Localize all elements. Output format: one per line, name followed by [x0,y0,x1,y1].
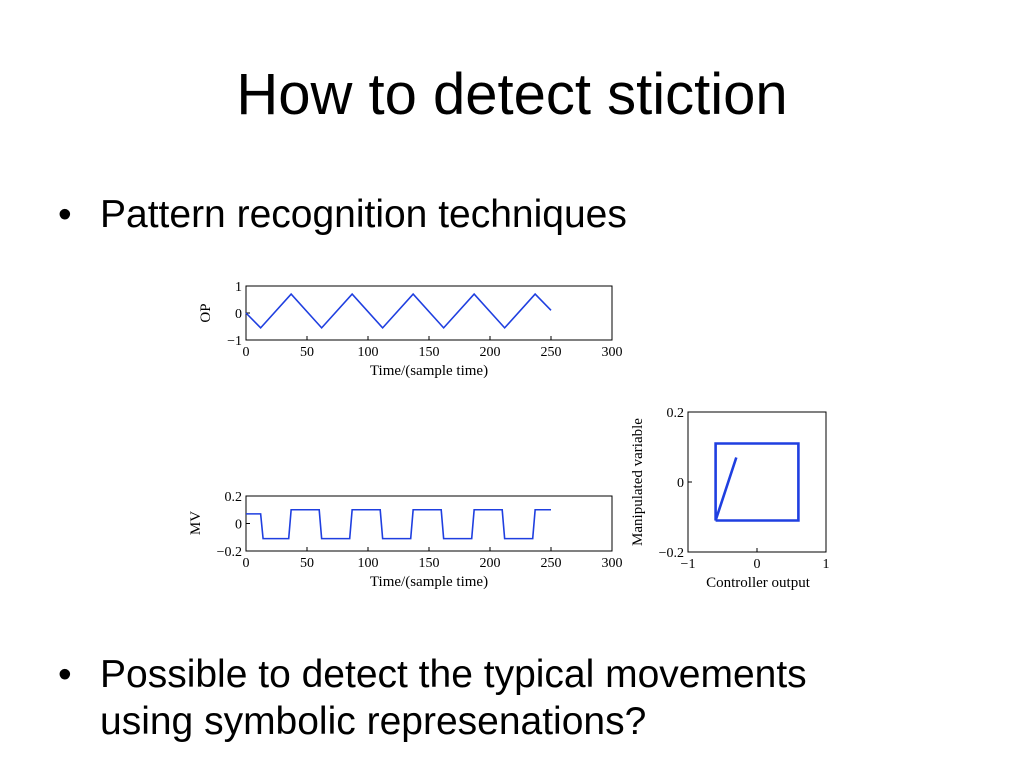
series-line [714,442,800,522]
y-tick-label: −1 [227,334,242,349]
x-tick-label: 0 [243,345,250,360]
y-axis-label: Manipulated variable [630,418,646,546]
x-tick-label: 0 [243,556,250,571]
x-tick-label: 250 [541,345,562,360]
bullet-text: Possible to detect the typical movements [100,653,807,696]
x-axis-label: Time/(sample time) [370,363,488,379]
x-tick-label: 300 [602,556,623,571]
bullet-marker: • [58,653,72,696]
x-tick-label: 150 [419,345,440,360]
y-axis-label: OP [198,303,214,322]
series-line [245,292,552,330]
x-tick-label: 250 [541,556,562,571]
y-tick-label: 0.2 [225,490,243,505]
bullet-item: • Possible to detect the typical movemen… [58,652,958,762]
y-tick-label: 0 [235,307,242,322]
plot-frame [245,495,613,552]
y-axis-label: MV [188,511,204,535]
x-tick-label: 200 [480,345,501,360]
y-tick-label: 0 [677,476,684,491]
x-tick-label: 1 [823,557,830,572]
y-tick-label: 1 [235,280,242,295]
x-tick-label: −1 [681,557,696,572]
plot-frame [687,411,827,553]
slide-title: How to detect stiction [236,62,788,127]
x-tick-label: 0 [754,557,761,572]
x-tick-label: 300 [602,345,623,360]
x-tick-label: 200 [480,556,501,571]
tick-group: −1 0 1 0.2 0 −0.2 [659,406,830,572]
x-tick-label: 100 [358,556,379,571]
bullet-item: • Pattern recognition techniques [58,192,958,242]
x-axis-label: Time/(sample time) [370,574,488,590]
y-tick-label: −0.2 [217,545,242,560]
x-tick-label: 50 [300,345,314,360]
y-tick-label: 0 [235,518,242,533]
bullet-marker: • [58,193,72,236]
plot-frame [245,285,613,341]
x-tick-label: 100 [358,345,379,360]
y-tick-label: −0.2 [659,546,684,561]
x-tick-label: 50 [300,556,314,571]
x-tick-label: 150 [419,556,440,571]
y-tick-label: 0.2 [667,406,685,421]
x-axis-label: Controller output [706,575,811,591]
bullet-text: Pattern recognition techniques [100,193,627,236]
bullet-text-line2: using symbolic represenations? [100,700,647,743]
series-line [246,508,551,540]
phase-chart: −1 0 1 0.2 0 −0.2 Manipulated variable Contro… [630,406,830,591]
